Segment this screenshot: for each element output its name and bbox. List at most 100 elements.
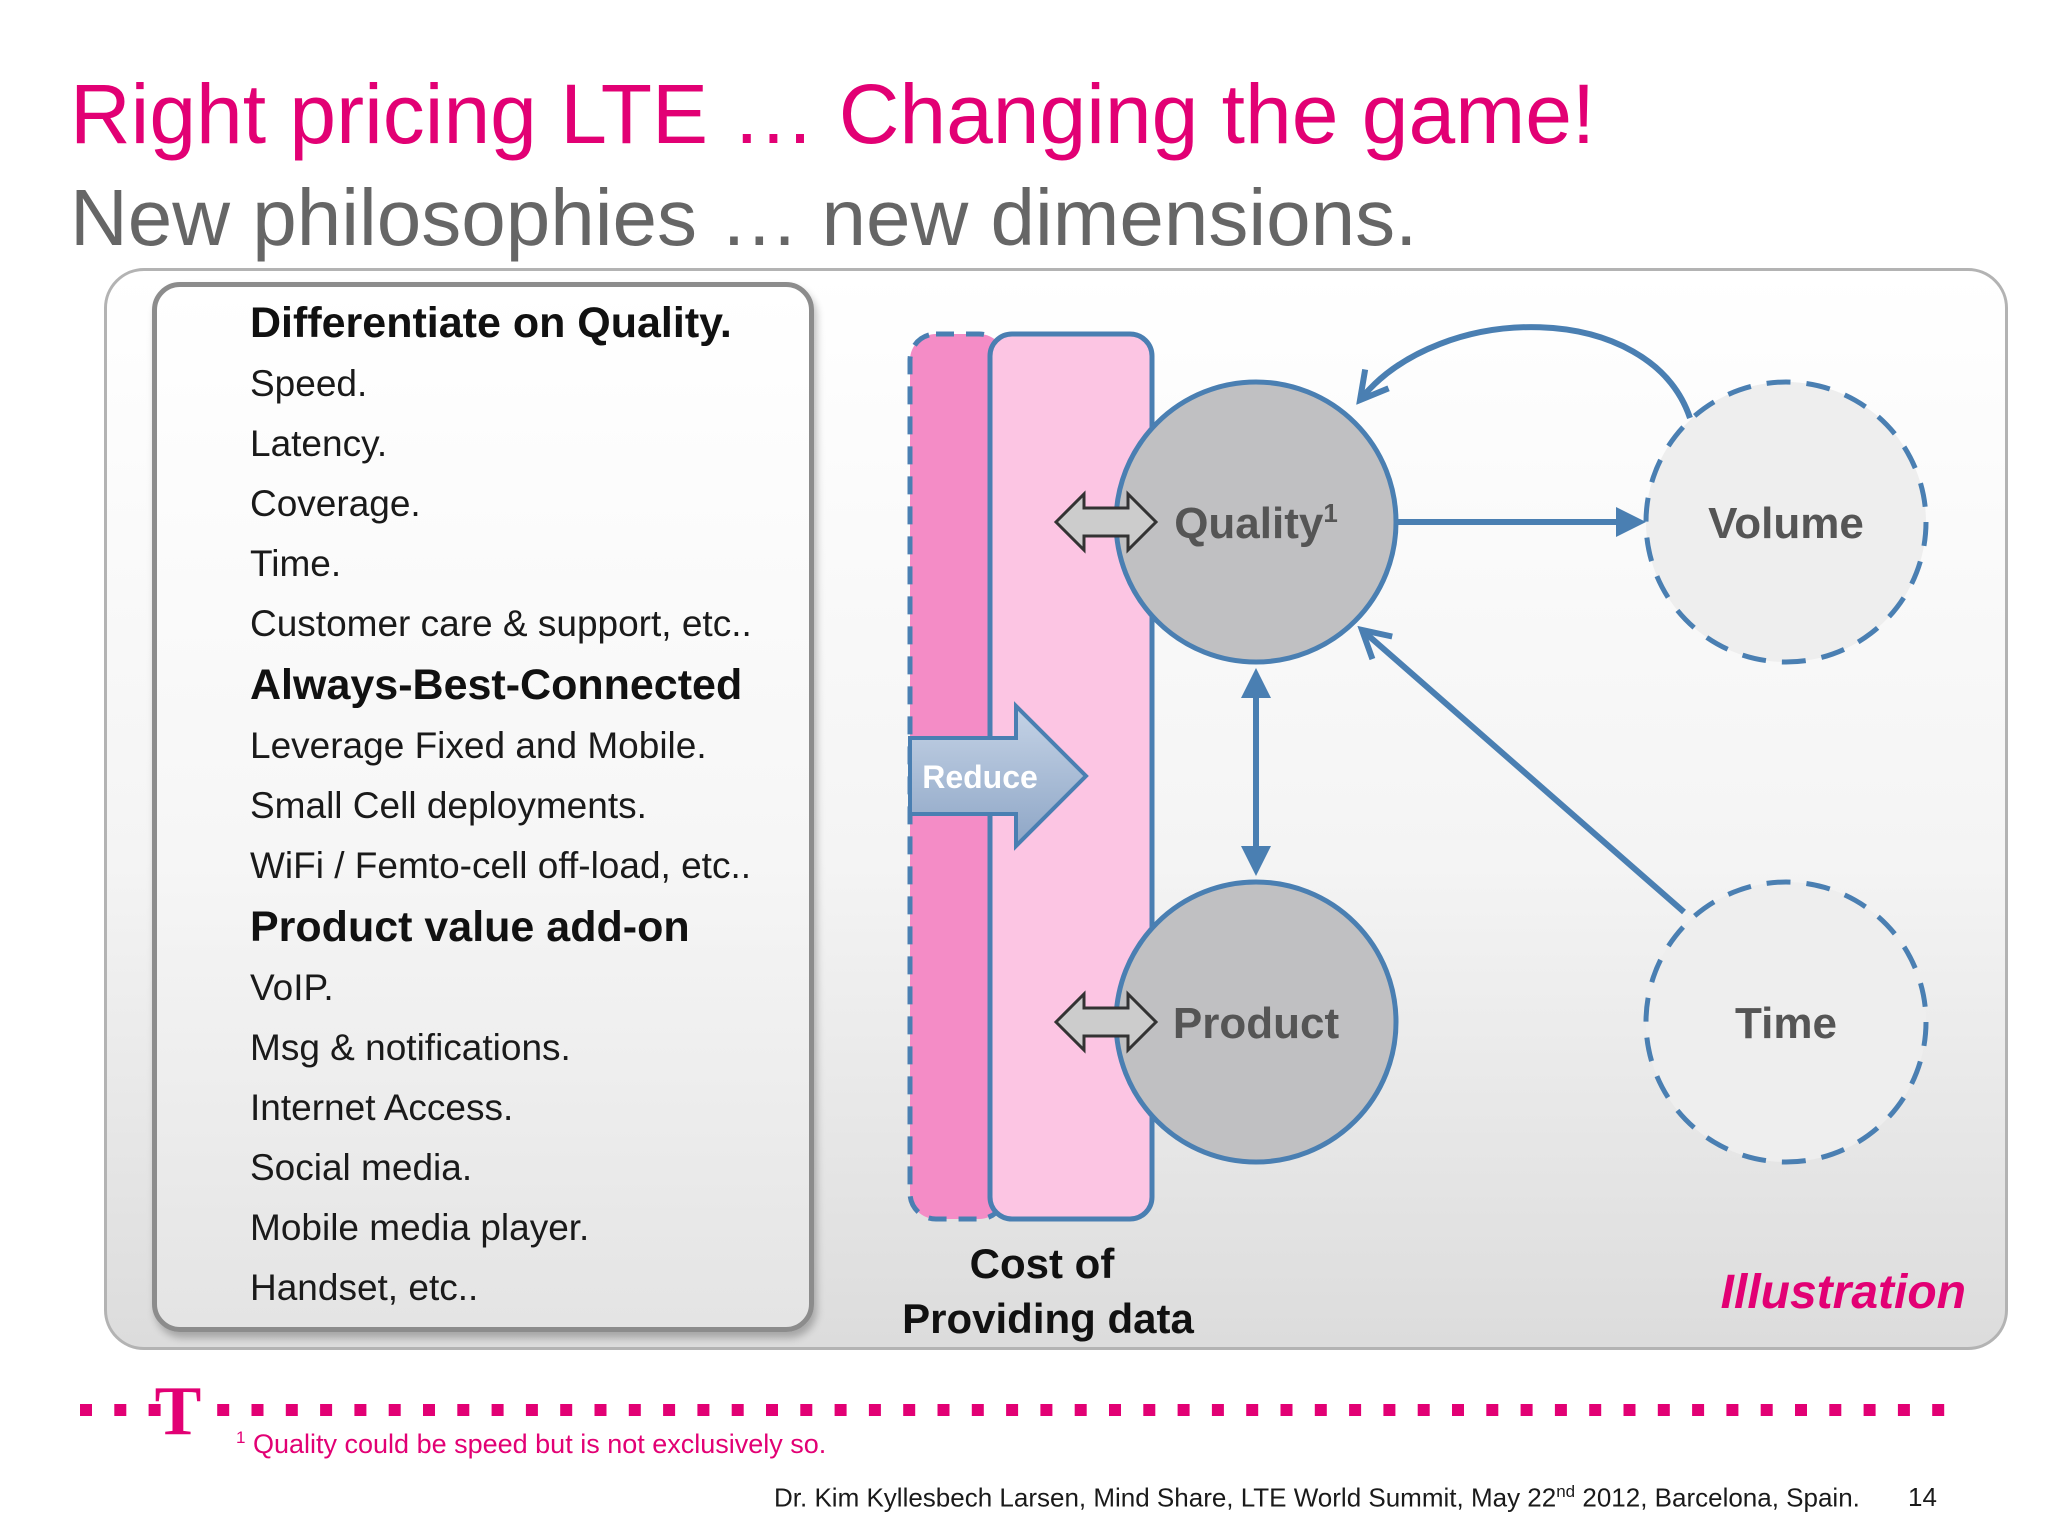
footer-dot [491,1404,504,1416]
footer-dot [1486,1404,1499,1416]
list-item: Customer care & support, etc.. [250,603,752,644]
list-item: Mobile media player. [250,1207,590,1248]
list-item: Coverage. [250,483,421,524]
list-item: Speed. [250,363,368,404]
feature-list: Differentiate on Quality. Speed. Latency… [250,292,810,1318]
list-item: VoIP. [250,967,334,1008]
product-cost-double-arrow [1053,990,1159,1054]
footer-dot [423,1404,435,1416]
footer-dot [903,1404,916,1416]
footer-dot [1349,1404,1362,1416]
slide-title: Right pricing LTE … Changing the game! [70,67,1596,161]
footer-dot [1109,1404,1121,1416]
footer-dot [1554,1404,1567,1416]
list-item: Latency. [250,423,388,464]
footer-dot [320,1404,333,1416]
footer-dot [1246,1404,1259,1416]
list-heading-always-best-connected: Always-Best-Connected [250,660,743,709]
footnote-text: Quality could be speed but is not exclus… [252,1429,827,1459]
footer-dot [697,1404,710,1416]
footer-dot [834,1404,847,1416]
reduce-label: Reduce [922,759,1038,795]
footer-dot [1211,1404,1224,1416]
reduce-arrow: Reduce [908,701,1089,851]
credit-text: Dr. Kim Kyllesbech Larsen, Mind Share, L… [774,1482,1557,1513]
footer-dot [1897,1404,1910,1416]
list-item: WiFi / Femto-cell off-load, etc.. [250,845,751,886]
footer-dot [1829,1404,1842,1416]
footer-dot [971,1404,984,1416]
footer-dot [1795,1404,1807,1416]
list-item: Leverage Fixed and Mobile. [250,725,707,766]
footer-dot [1863,1404,1876,1416]
time-to-quality-arrow [1362,630,1686,915]
footer-dot [1657,1404,1670,1416]
footer-dot [594,1404,607,1416]
footer-dot [1623,1404,1636,1416]
footer-dot [800,1404,813,1416]
footer-dot [1074,1404,1087,1416]
footer-dot [354,1404,367,1416]
footer-dot [114,1404,127,1416]
footer-dot [1520,1404,1533,1416]
footer-dot [868,1404,881,1416]
footer-dot [1932,1404,1945,1416]
footer-dot [80,1404,92,1416]
footer-dot [388,1404,401,1416]
footer-dot [1177,1404,1190,1416]
footer-dot [628,1404,641,1416]
footnote-mark: 1 [236,1428,246,1447]
volume-label: Volume [1708,499,1864,548]
footer-dot [1692,1404,1705,1416]
telekom-logo: T [155,1373,202,1450]
footer-dot [560,1404,573,1416]
cost-label-line2: Providing data [902,1295,1194,1342]
footnote: 1 Quality could be speed but is not excl… [236,1428,826,1460]
quality-label: Quality1 [1174,498,1338,548]
footer-dot [663,1404,676,1416]
footer-dot [1280,1404,1293,1416]
time-label: Time [1735,999,1837,1048]
footer-dot [1006,1404,1019,1416]
illustration-label: Illustration [1721,1266,1966,1319]
time-circle [1643,879,1929,1165]
list-item: Msg & notifications. [250,1027,571,1068]
footer-dot [1314,1404,1327,1416]
list-item: Time. [250,543,342,584]
footer-dot [1417,1404,1430,1416]
footer-dot [285,1404,298,1416]
list-heading-quality: Differentiate on Quality. [250,298,732,347]
footer-dot [766,1404,778,1416]
footer-dot [148,1404,161,1416]
footer-dot [731,1404,744,1416]
footer-dot [1726,1404,1739,1416]
list-item: Internet Access. [250,1087,514,1128]
list-item: Small Cell deployments. [250,785,647,826]
footer-dot [525,1404,538,1416]
footer-dot [1143,1404,1156,1416]
footer-dot [1452,1404,1464,1416]
footer-dot [937,1404,950,1416]
slide-subtitle: New philosophies … new dimensions. [70,173,1418,262]
list-item: Handset, etc.. [250,1267,479,1308]
credit-text-end: 2012, Barcelona, Spain. [1575,1482,1860,1513]
footer-dot [1589,1404,1602,1416]
volume-circle [1643,379,1929,665]
page-number: 14 [1908,1482,1937,1512]
credit-line: Dr. Kim Kyllesbech Larsen, Mind Share, L… [774,1482,1860,1514]
footer-dot [1040,1404,1053,1416]
footer-dot [457,1404,470,1416]
volume-to-quality-curve [1360,324,1693,419]
footer-dot [251,1404,264,1416]
list-item: Social media. [250,1147,473,1188]
product-label: Product [1173,999,1340,1048]
feature-list-box [152,282,814,1332]
footer-dot [1760,1404,1773,1416]
credit-sup: nd [1556,1482,1576,1501]
telekom-t-glyph: T [155,1373,202,1450]
footer-dot [217,1404,230,1416]
quality-cost-double-arrow [1053,490,1159,554]
footer-dot [1383,1404,1396,1416]
